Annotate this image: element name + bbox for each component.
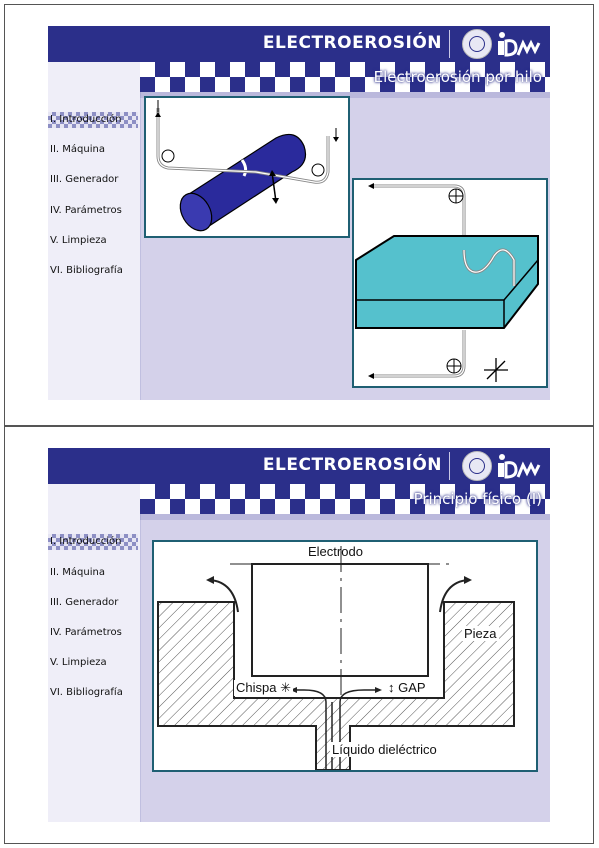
wire-block-illustration [355,183,539,382]
nav-item-limpieza[interactable]: V. Limpieza [50,235,107,246]
workpiece-label: Pieza [462,626,499,641]
edm-principle-figure: Electrodo Pieza Chispa ✳ ↕ GAP Líquido d… [152,540,538,772]
slide-1-checker-band [140,62,550,92]
slide-1-title: ELECTROEROSIÓN [262,33,442,53]
nav-item-introduccion[interactable]: I. Introducción [48,534,138,550]
wire-cylinder-figure [144,96,350,238]
nav-item-maquina[interactable]: II. Máquina [50,144,105,155]
dielectric-fluid-label: Líquido dieléctrico [330,742,439,757]
slide-1-banner: ELECTROEROSIÓN [48,26,550,62]
nav-item-maquina[interactable]: II. Máquina [50,567,105,578]
dim-logo-icon [498,454,541,479]
banner-separator [449,30,450,58]
university-seal-icon [462,451,492,481]
wire-cylinder-illustration [155,100,339,232]
edm-principle-illustration [157,546,515,771]
nav-item-limpieza[interactable]: V. Limpieza [50,657,107,668]
spark-label: Chispa ✳ [234,680,293,696]
gap-label: ↕ GAP [386,680,428,695]
nav-item-parametros[interactable]: IV. Parámetros [50,627,122,638]
nav-item-generador[interactable]: III. Generador [50,174,119,185]
nav-item-bibliografia[interactable]: VI. Bibliografía [50,265,123,276]
slide-1-subtitle: Electroerosión por hilo [373,68,542,86]
electrode-label: Electrodo [308,544,363,559]
nav-item-generador[interactable]: III. Generador [50,597,119,608]
slide-2-checker-band [140,484,550,514]
slide-2-title: ELECTROEROSIÓN [262,455,442,475]
wire-block-figure [352,178,548,388]
nav-item-introduccion[interactable]: I. Introducción [48,112,138,128]
slide-2-subtitle: Principio físico (I) [413,490,542,508]
slide-2-banner: ELECTROEROSIÓN [48,448,550,484]
university-seal-icon [462,29,492,59]
axes-cross-icon [484,358,508,382]
slide-1: ELECTROEROSIÓN Electroerosión por hilo I… [48,26,550,400]
nav-item-bibliografia[interactable]: VI. Bibliografía [50,687,123,698]
nav-item-parametros[interactable]: IV. Parámetros [50,205,122,216]
banner-separator [449,452,450,480]
dim-logo-icon [498,32,541,57]
slide-2: ELECTROEROSIÓN Principio físico (I) I. I… [48,448,550,822]
